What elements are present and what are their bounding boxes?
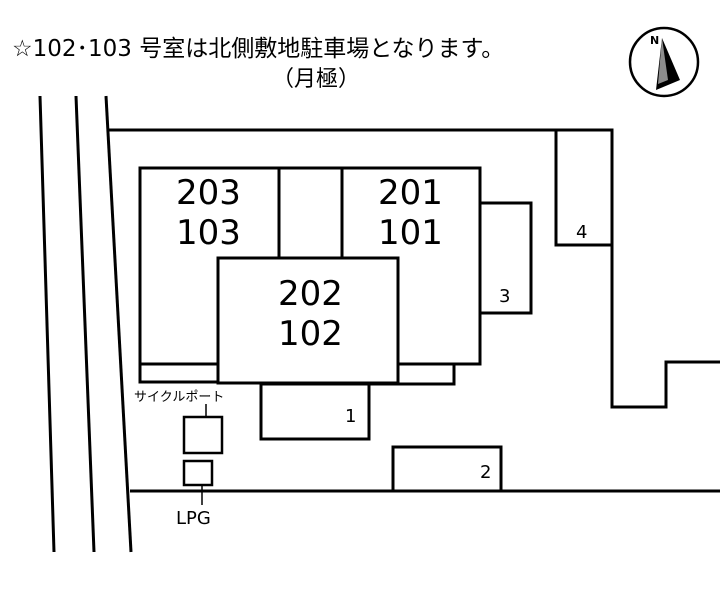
compass-icon: N: [628, 26, 700, 98]
unit-label-202: 202: [278, 274, 343, 314]
unit-label-102: 102: [278, 314, 343, 354]
building-corridor: [277, 166, 344, 260]
cycle-port: サイクルポート: [134, 390, 224, 455]
parking-space-1: 1: [259, 382, 371, 441]
cycle-port-label: サイクルポート: [134, 390, 224, 405]
building: 203 103 201 101 202 102: [138, 166, 482, 386]
parking-label-4: 4: [576, 222, 587, 243]
parking-label-1: 1: [345, 406, 356, 427]
unit-label-103: 103: [176, 213, 241, 253]
compass-north-label: N: [650, 34, 659, 47]
unit-label-203: 203: [176, 173, 241, 213]
building-balcony-left: [138, 362, 222, 384]
unit-label-101: 101: [378, 213, 443, 253]
notice-line-2: （月極）: [272, 67, 360, 92]
lpg-label: LPG: [176, 508, 211, 529]
notice-line-1: ☆102･103 号室は北側敷地駐車場となります。: [12, 36, 504, 62]
parking-label-3: 3: [499, 286, 510, 307]
parking-space-3: 3: [477, 201, 533, 315]
lpg-tank: LPG: [176, 459, 214, 529]
road: [38, 95, 133, 553]
unit-label-201: 201: [378, 173, 443, 213]
parking-space-4: 4: [554, 130, 612, 247]
building-center-block: [216, 256, 400, 385]
parking-space-2: 2: [391, 445, 503, 493]
parking-label-2: 2: [480, 462, 491, 483]
